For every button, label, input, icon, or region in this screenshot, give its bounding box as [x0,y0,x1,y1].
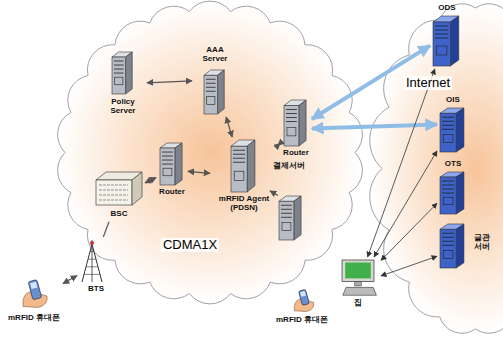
network-device: 집 [337,259,379,309]
server-icon [440,108,466,152]
device-label: mRFID 휴대폰 [8,314,60,323]
pc-icon [338,260,378,296]
server-icon [231,140,257,192]
tower-icon [80,240,104,282]
device-label: 글관 서버 [471,234,493,252]
device-label: BTS [88,285,104,294]
device-label: AAA Server [195,46,235,64]
device-label: 집 [354,299,362,308]
server-icon [440,224,466,268]
network-device: mRFID 휴대폰 [275,287,329,326]
server-icon [204,70,226,114]
network-device: Policy Server [101,51,145,117]
phone-icon [20,278,50,308]
cloud-label: Internet [404,76,452,90]
network-device: OIS [439,95,467,153]
server-icon [160,143,184,185]
network-device: BSC [95,171,143,220]
network-device: 결제서버 [272,161,304,241]
network-device: mRFID 휴대폰 [7,277,61,324]
network-device: ODS [432,3,462,67]
server-icon [279,196,303,240]
network-device: mRFID Agent (PDSN) [212,139,276,214]
bsc-icon [96,172,142,206]
network-device: Router [158,142,186,198]
network-cloud: CDMA1XPolicy ServerAAA ServerRouterRoute… [55,0,365,305]
network-device: BTS [79,239,105,295]
device-label: Router [159,188,185,197]
network-device: AAA Server [194,45,236,115]
device-label: Router [283,149,309,158]
phone-icon [292,288,316,312]
server-icon [112,52,134,94]
device-label: ODS [438,4,455,13]
device-label: BSC [111,210,128,219]
server-icon [440,172,466,214]
network-link [63,276,77,284]
server-icon [433,16,461,66]
device-label: mRFID 휴대폰 [276,316,328,325]
network-device: Router [282,99,310,159]
device-label: mRFID Agent (PDSN) [213,195,275,213]
device-label: OIS [446,96,460,105]
network-device: 글관 서버 [439,223,494,269]
device-label: OTS [445,160,461,169]
network-cloud: Internet ODS OIS OTS 글관 서버 [372,0,503,337]
cloud-label: CDMA1X [161,238,219,252]
device-label: Policy Server [102,98,144,116]
device-label: 결제서버 [273,162,303,171]
server-icon [284,100,308,146]
network-device: OTS [439,159,467,215]
